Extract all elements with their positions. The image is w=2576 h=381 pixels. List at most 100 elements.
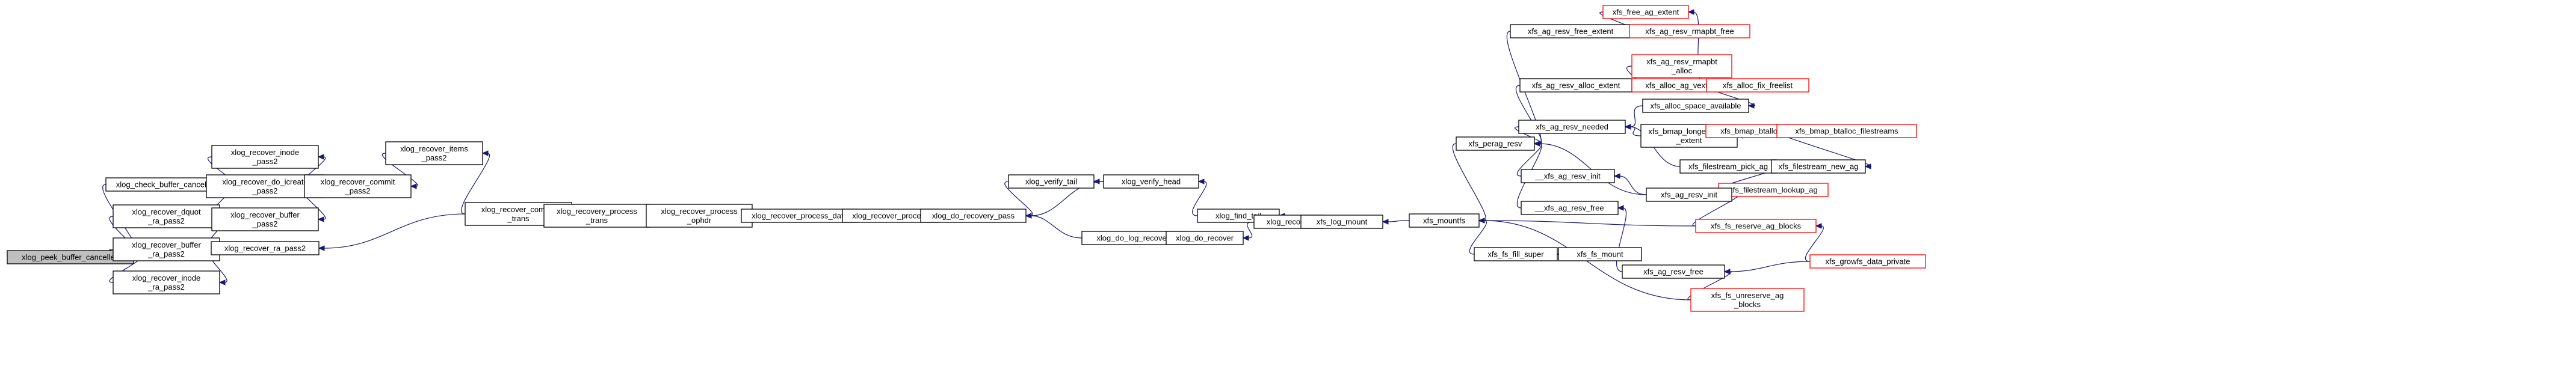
edge-recover-to-dorec bbox=[1242, 221, 1255, 241]
edge-resvinit-to-peragresv bbox=[1533, 141, 1647, 195]
node-box bbox=[1695, 219, 1817, 233]
node-dorec[interactable]: xlog_do_recover bbox=[1166, 231, 1244, 245]
node-label: xlog_recover_buffer bbox=[132, 240, 201, 249]
node-label: xlog_recover_items bbox=[400, 144, 468, 153]
node-label: xfs_bmap_btalloc_filestreams bbox=[1795, 127, 1898, 136]
node-box bbox=[1474, 247, 1558, 261]
node-spaceavail[interactable]: xfs_alloc_space_available bbox=[1642, 99, 1749, 113]
node-label: xlog_recovery_process bbox=[557, 207, 637, 216]
node-box bbox=[646, 204, 753, 228]
node-xinit[interactable]: __xfs_ag_resv_init bbox=[1521, 169, 1615, 183]
node-inodep2[interactable]: xlog_recover_inode_pass2 bbox=[211, 145, 319, 169]
node-vtail[interactable]: xlog_verify_tail bbox=[1008, 174, 1095, 189]
node-label: __xfs_ag_resv_free bbox=[1534, 204, 1604, 213]
node-box bbox=[1690, 288, 1805, 312]
node-fsnew[interactable]: xfs_filestream_new_ag bbox=[1771, 159, 1866, 174]
node-mountfs[interactable]: xfs_mountfs bbox=[1409, 213, 1480, 228]
node-rapass2[interactable]: xlog_recover_ra_pass2 bbox=[211, 241, 320, 255]
node-needed[interactable]: xfs_ag_resv_needed bbox=[1518, 120, 1626, 134]
node-box bbox=[1456, 136, 1535, 151]
edge-fsreserve-to-mountfs bbox=[1478, 218, 1696, 227]
node-freeext[interactable]: xfs_ag_resv_free_extent bbox=[1510, 24, 1631, 38]
node-label: xlog_recover_commit bbox=[321, 177, 395, 186]
node-box bbox=[1558, 247, 1642, 261]
node-bufp2[interactable]: xlog_recover_buffer_pass2 bbox=[211, 207, 319, 231]
node-label: xlog_verify_tail bbox=[1025, 177, 1077, 186]
edge-peragresv-to-mountfs bbox=[1452, 143, 1486, 224]
node-fsunreserve[interactable]: xfs_fs_unreserve_ag_blocks bbox=[1690, 288, 1805, 312]
node-root[interactable]: xlog_peek_buffer_cancelled bbox=[7, 250, 134, 264]
node-label: xlog_do_log_recovery bbox=[1096, 234, 1173, 243]
node-label: xlog_check_buffer_cancelled bbox=[116, 180, 217, 189]
node-label: _pass2 bbox=[252, 219, 278, 228]
arrowhead bbox=[1093, 178, 1100, 184]
node-box bbox=[1518, 120, 1626, 134]
node-box bbox=[211, 207, 319, 231]
node-box bbox=[1300, 215, 1383, 229]
node-fssuper[interactable]: xfs_fs_fill_super bbox=[1474, 247, 1558, 261]
node-rmapfree[interactable]: xfs_ag_resv_rmapbt_free bbox=[1629, 24, 1750, 38]
node-label: xlog_verify_head bbox=[1122, 177, 1181, 186]
node-fixfl[interactable]: xfs_alloc_fix_freelist bbox=[1706, 78, 1809, 93]
node-peragresv[interactable]: xfs_perag_resv bbox=[1456, 136, 1535, 151]
edge-line bbox=[1515, 126, 1542, 144]
node-label: xlog_peek_buffer_cancelled bbox=[22, 253, 119, 262]
node-bufra[interactable]: xlog_recover_buffer_ra_pass2 bbox=[113, 237, 220, 261]
node-box bbox=[1008, 174, 1095, 189]
node-resvfree[interactable]: xfs_ag_resv_free bbox=[1622, 264, 1725, 279]
arrowhead bbox=[1025, 213, 1032, 219]
edge-line bbox=[1629, 105, 1643, 127]
node-vhead[interactable]: xlog_verify_head bbox=[1103, 174, 1199, 189]
edge-line bbox=[323, 213, 466, 249]
edge-resvinit-to-xinit bbox=[1613, 173, 1647, 195]
node-fspick[interactable]: xfs_filestream_pick_ag bbox=[1679, 159, 1777, 174]
node-label: _pass2 bbox=[252, 157, 278, 166]
arrowhead bbox=[1197, 178, 1205, 184]
node-commitp2[interactable]: xlog_recover_commit_pass2 bbox=[304, 174, 412, 198]
node-label: xfs_fs_reserve_ag_blocks bbox=[1711, 222, 1802, 231]
node-label: xlog_recover_process bbox=[661, 207, 738, 216]
node-btfs[interactable]: xfs_bmap_btalloc_filestreams bbox=[1776, 124, 1917, 138]
arrowhead bbox=[1687, 9, 1694, 15]
node-fslookup[interactable]: xfs_filestream_lookup_ag bbox=[1718, 183, 1829, 197]
node-fsmount[interactable]: xfs_fs_mount bbox=[1558, 247, 1642, 261]
node-label: xlog_recover bbox=[1267, 218, 1312, 227]
node-growfs[interactable]: xfs_growfs_data_private bbox=[1809, 254, 1926, 269]
node-itemsp2[interactable]: xlog_recover_items_pass2 bbox=[385, 141, 483, 165]
node-label: xfs_fs_fill_super bbox=[1487, 250, 1544, 259]
node-resvinit[interactable]: xfs_ag_resv_init bbox=[1646, 187, 1732, 202]
node-dologrec[interactable]: xlog_do_log_recovery bbox=[1081, 231, 1188, 245]
arrowhead bbox=[1624, 124, 1631, 130]
node-label: xfs_fs_mount bbox=[1577, 250, 1623, 259]
node-logmount[interactable]: xfs_log_mount bbox=[1300, 215, 1383, 229]
node-xfree[interactable]: __xfs_ag_resv_free bbox=[1521, 201, 1619, 215]
node-box bbox=[1706, 78, 1809, 93]
node-label: xfs_fs_unreserve_ag bbox=[1711, 291, 1784, 300]
node-rmapalloc[interactable]: xfs_ag_resv_rmapbt_alloc bbox=[1631, 54, 1732, 78]
node-label: xlog_recover_inode bbox=[132, 273, 200, 282]
node-label: xfs_alloc_space_available bbox=[1650, 102, 1741, 111]
node-fsreserve[interactable]: xfs_fs_reserve_ag_blocks bbox=[1695, 219, 1817, 233]
node-label: xlog_recover_dquot bbox=[132, 207, 201, 216]
node-allocext[interactable]: xfs_ag_resv_alloc_extent bbox=[1519, 78, 1632, 93]
arrowhead bbox=[317, 154, 324, 160]
node-freeagext[interactable]: xfs_free_ag_extent bbox=[1602, 5, 1689, 19]
node-procdata[interactable]: xlog_recover_process_data bbox=[741, 209, 859, 223]
node-label: xfs_growfs_data_private bbox=[1826, 257, 1910, 266]
node-ophdr[interactable]: xlog_recover_process_ophdr bbox=[646, 204, 753, 228]
edge-line bbox=[1469, 220, 1487, 255]
arrowhead bbox=[218, 279, 226, 285]
node-label: xlog_recover_process bbox=[852, 212, 929, 221]
node-label: xlog_recover_inode bbox=[231, 148, 299, 157]
node-proctrans[interactable]: xlog_recovery_process_trans bbox=[543, 204, 650, 228]
node-label: _extent bbox=[1676, 136, 1702, 145]
edge-committrans-to-rapass2 bbox=[318, 213, 466, 251]
node-dopass[interactable]: xlog_do_recovery_pass bbox=[920, 209, 1027, 223]
arrowhead bbox=[1864, 163, 1871, 169]
node-inodera[interactable]: xlog_recover_inode_ra_pass2 bbox=[113, 270, 220, 294]
node-box bbox=[1602, 5, 1689, 19]
node-dquot[interactable]: xlog_recover_dquot_ra_pass2 bbox=[113, 204, 220, 228]
node-label: xlog_recover_commit bbox=[481, 205, 556, 214]
node-label: __xfs_ag_resv_init bbox=[1534, 172, 1601, 181]
node-label: xfs_mountfs bbox=[1423, 216, 1466, 225]
